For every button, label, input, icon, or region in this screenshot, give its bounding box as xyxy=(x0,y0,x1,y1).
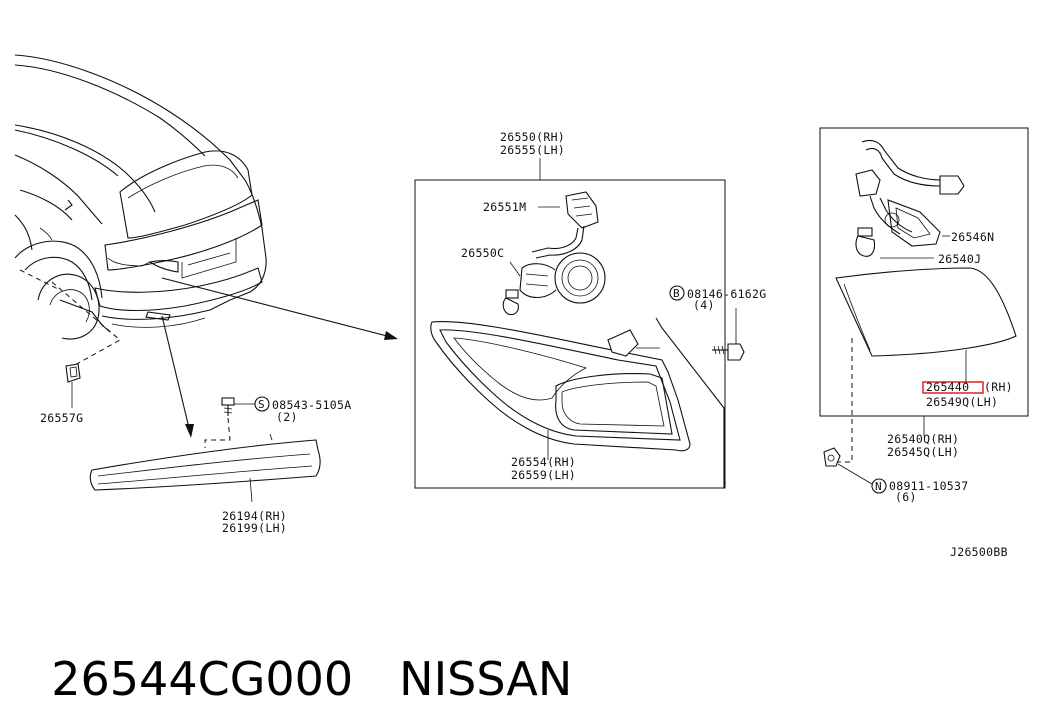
label-26540Q: 26540Q(RH) xyxy=(887,432,959,446)
label-08146-qty: (4) xyxy=(693,298,715,312)
symbol-n: N xyxy=(875,480,882,493)
highlight-box xyxy=(922,381,984,394)
harness-26546N-illustration xyxy=(855,139,965,259)
label-26540J: 26540J xyxy=(938,252,981,266)
footer-brand: NISSAN xyxy=(399,652,573,706)
symbol-n-circle xyxy=(871,478,887,494)
label-08911-qty: (6) xyxy=(895,490,917,504)
symbol-b: B xyxy=(673,287,680,300)
label-26557G: 26557G xyxy=(40,411,83,425)
label-08543-qty: (2) xyxy=(276,410,298,424)
label-26555: 26555(LH) xyxy=(500,143,565,157)
clip-26557G-illustration xyxy=(65,363,81,408)
screw-08543-illustration xyxy=(204,397,256,448)
label-26551M: 26551M xyxy=(483,200,526,214)
socket-harness-illustration xyxy=(519,191,606,304)
lamp-lens-26544-illustration xyxy=(835,267,1017,463)
label-26199: 26199(LH) xyxy=(222,521,287,535)
vehicle-rear-illustration xyxy=(14,54,267,366)
label-26550: 26550(RH) xyxy=(500,130,565,144)
label-08543: 08543-5105A xyxy=(272,398,351,412)
symbol-s-circle xyxy=(254,396,270,412)
symbol-s: S xyxy=(258,398,265,411)
pointer-arrows xyxy=(161,277,398,438)
label-08146: 08146-6162G xyxy=(687,287,766,301)
bulb-26550C-illustration xyxy=(502,261,521,316)
label-26559: 26559(LH) xyxy=(511,468,576,482)
reflector-26194-illustration xyxy=(89,433,321,503)
footer-part-number: 26544CG000 xyxy=(51,652,354,706)
label-265440-side: (RH) xyxy=(984,380,1013,394)
label-26194: 26194(RH) xyxy=(222,509,287,523)
combination-lamp-box xyxy=(414,179,726,489)
label-26545Q: 26545Q(LH) xyxy=(887,445,959,459)
label-26554: 26554(RH) xyxy=(511,455,576,469)
label-265440: 265440 xyxy=(926,380,969,394)
label-08911: 08911-10537 xyxy=(889,479,968,493)
label-26546N: 26546N xyxy=(951,230,994,244)
bolt-08146-illustration xyxy=(712,308,745,361)
parts-diagram: 26557G S 08543-5105A (2) 26194(RH) 26199… xyxy=(14,54,1029,559)
nut-08911-illustration xyxy=(823,447,873,485)
label-26549Q: 26549Q(LH) xyxy=(926,395,998,409)
symbol-b-circle xyxy=(669,285,685,301)
footer: 26544CG000 NISSAN xyxy=(22,598,572,706)
diagram-code: J26500BB xyxy=(950,545,1008,559)
label-26550C: 26550C xyxy=(461,246,504,260)
lamp-lens-26554-illustration xyxy=(430,317,725,488)
